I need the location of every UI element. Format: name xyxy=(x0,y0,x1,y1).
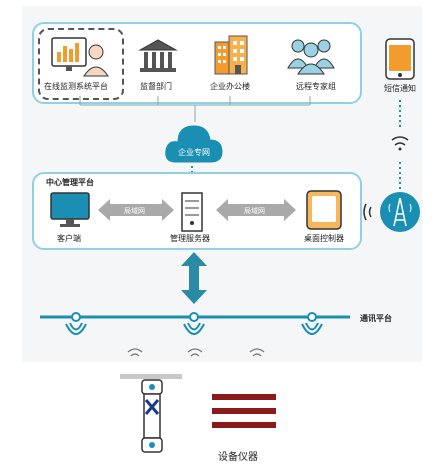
vertical-double-arrow xyxy=(181,252,207,308)
server-icon xyxy=(181,192,203,236)
sms-label: 短信通知 xyxy=(384,84,416,93)
lan-right-label: 局域网 xyxy=(244,207,265,215)
lan-right-arrow xyxy=(216,199,296,225)
server-label: 管理服务器 xyxy=(170,234,210,243)
instrument-device-icon xyxy=(120,374,184,460)
instrument-rack-icon xyxy=(212,394,276,434)
center-panel-title: 中心管理平台 xyxy=(46,178,94,187)
expert-group-icon xyxy=(287,36,335,80)
client-monitor-icon xyxy=(50,192,90,232)
client-label: 客户端 xyxy=(57,234,81,243)
government-building-icon xyxy=(138,38,178,78)
lan-left-label: 局域网 xyxy=(124,207,145,215)
supervisory-label: 监督部门 xyxy=(140,82,172,91)
online-monitoring-highlight xyxy=(38,28,124,100)
lan-left-arrow xyxy=(98,199,174,225)
office-label: 企业办公楼 xyxy=(210,82,250,91)
controller-label: 桌面控制器 xyxy=(304,234,344,243)
office-building-icon xyxy=(213,35,249,80)
monitoring-platform-icon xyxy=(51,36,109,82)
cloud-icon xyxy=(164,118,224,170)
monitoring-platform-label: 在线监测系统平台 xyxy=(44,82,108,91)
phone-icon xyxy=(385,38,415,84)
expert-label: 远程专家组 xyxy=(296,82,336,91)
top-panel xyxy=(32,22,362,104)
comm-platform-label: 通讯平台 xyxy=(360,314,392,323)
equipment-label: 设备仪器 xyxy=(218,452,258,463)
cloud-label: 企业专网 xyxy=(178,148,210,157)
desktop-controller-icon xyxy=(306,190,342,234)
signal-tower-icon xyxy=(362,190,422,238)
